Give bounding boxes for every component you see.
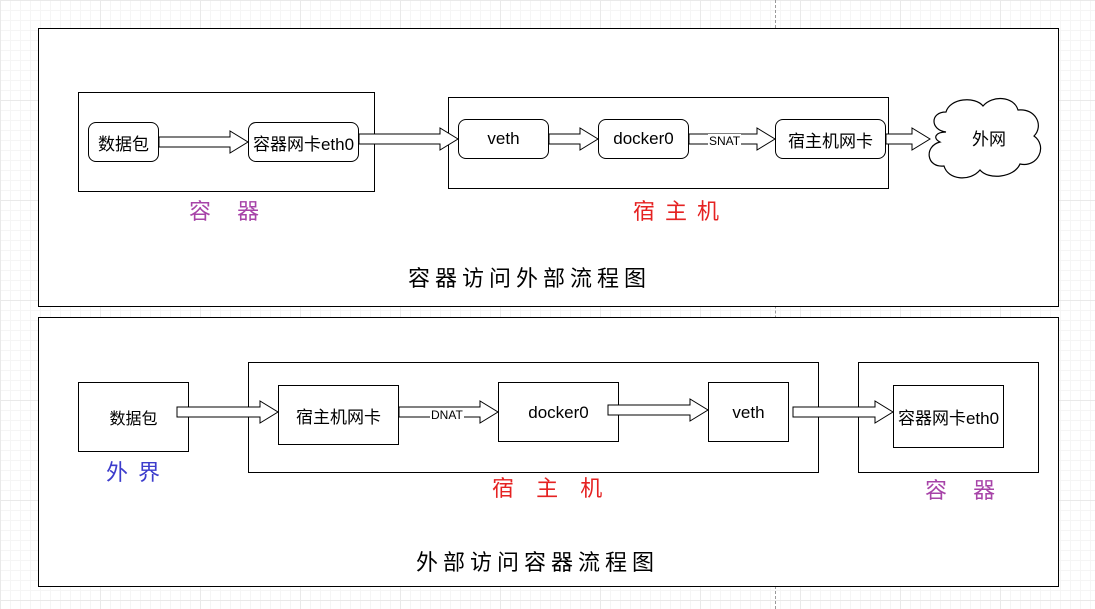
ingress-container-frame[interactable] — [858, 362, 1039, 473]
ingress-outside-group-label: 外界 — [106, 460, 171, 485]
egress-docker0-node[interactable]: docker0 — [598, 119, 689, 159]
arrow-packet-to-host-nic[interactable] — [176, 400, 279, 424]
arrow-veth-to-container-nic[interactable] — [792, 400, 894, 424]
ingress-host-group-label: 宿 主 机 — [492, 476, 611, 501]
egress-internet-label: 外网 — [972, 130, 1006, 149]
snat-label: SNAT — [708, 134, 742, 148]
egress-title: 容器访问外部流程图 — [408, 266, 652, 291]
ingress-veth-node[interactable]: veth — [708, 382, 789, 442]
arrow-host-nic-to-internet[interactable] — [885, 127, 931, 151]
arrow-veth-to-docker0[interactable] — [548, 127, 599, 151]
egress-host-group-label: 宿主机 — [633, 199, 730, 224]
ingress-container-group-label: 容 器 — [925, 478, 1006, 503]
egress-packet-node[interactable]: 数据包 — [88, 122, 159, 162]
arrow-docker0-to-veth[interactable] — [607, 398, 709, 422]
arrow-container-nic-to-veth[interactable] — [358, 127, 459, 151]
egress-container-group-label: 容 器 — [189, 199, 270, 224]
ingress-container-nic-node[interactable]: 容器网卡eth0 — [893, 385, 1004, 448]
arrow-packet-to-container-nic[interactable] — [158, 130, 249, 154]
dnat-label: DNAT — [430, 408, 464, 422]
ingress-title: 外部访问容器流程图 — [416, 550, 660, 575]
